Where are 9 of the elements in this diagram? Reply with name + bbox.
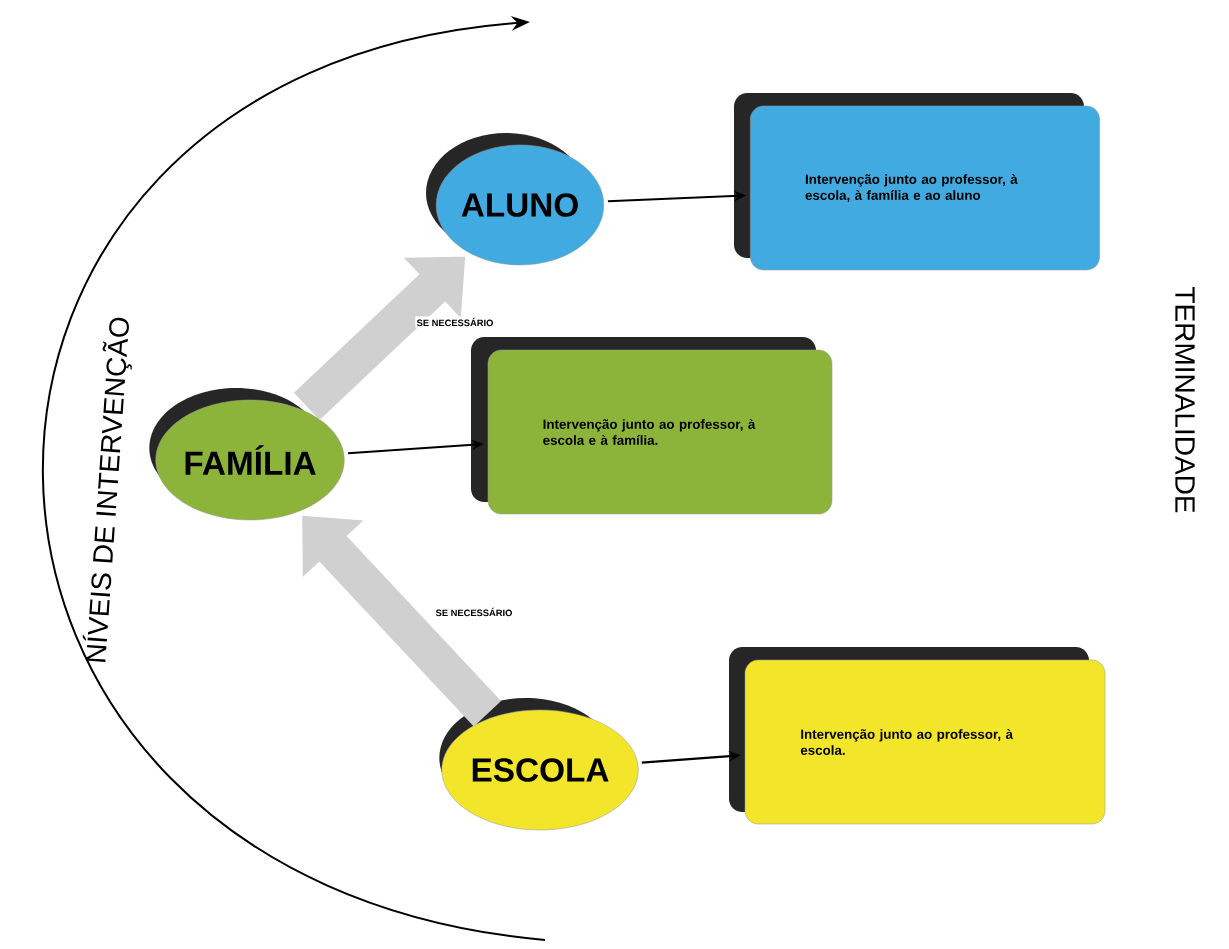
block-box: Intervenção junto ao professor, à escola e à família. [471, 337, 833, 515]
axis-label: TERMINALIDADE [1175, 287, 1195, 513]
block-box: Intervenção junto ao professor, à escola. [729, 647, 1106, 825]
edge-label: SE NECESSÁRIO [435, 607, 512, 617]
ellipse-node: ESCOLA [439, 698, 639, 831]
edge-label: SE NECESSÁRIO [416, 317, 493, 327]
ellipse-node: FAMÍLIA [149, 388, 345, 521]
ellipse-node: ALUNO [426, 133, 605, 266]
block-box: Intervenção junto ao professor, à escola, à família e ao aluno [734, 93, 1100, 271]
